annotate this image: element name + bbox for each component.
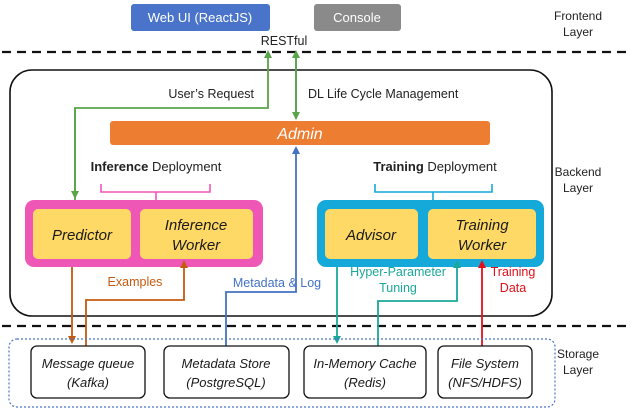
- hyper-param-label-2: Tuning: [379, 281, 417, 295]
- frontend-layer-label-1: Frontend: [554, 9, 602, 23]
- memory-cache-node: In-Memory Cache (Redis): [303, 345, 427, 399]
- predictor-node: Predictor: [33, 209, 131, 259]
- storage-container: [8, 338, 556, 408]
- frontend-layer-label-2: Layer: [563, 25, 593, 39]
- training-title-bold: Training: [373, 159, 424, 174]
- training-worker-label-2: Worker: [458, 237, 507, 254]
- message-queue-node: Message queue (Kafka): [30, 345, 146, 399]
- advisor-label: Advisor: [345, 227, 397, 244]
- inference-title-bold: Inference: [91, 159, 149, 174]
- memory-cache-label-1: In-Memory Cache: [313, 356, 416, 371]
- backend-layer-label-1: Backend: [555, 165, 602, 179]
- file-system-label-2: (NFS/HDFS): [448, 375, 522, 390]
- admin-label: Admin: [276, 126, 322, 143]
- backend-layer-label-2: Layer: [563, 181, 593, 195]
- storage-layer-label-1: Storage: [557, 347, 599, 361]
- metadata-log-arrow: [225, 146, 300, 346]
- queue-to-worker-arrow: [85, 260, 188, 346]
- message-queue-label-1: Message queue: [42, 356, 135, 371]
- metadata-store-label-2: (PostgreSQL): [186, 375, 265, 390]
- examples-label: Examples: [108, 275, 163, 289]
- lifecycle-label: DL Life Cycle Management: [308, 87, 459, 101]
- console-node: Console: [314, 4, 401, 31]
- metadata-store-node: Metadata Store (PostgreSQL): [163, 345, 290, 399]
- users-request-label: User’s Request: [168, 87, 254, 101]
- web-ui-node: Web UI (ReactJS): [131, 4, 270, 31]
- training-deployment-title: Training Deployment: [373, 159, 497, 174]
- inference-worker-label-1: Inference: [165, 217, 228, 234]
- predictor-label: Predictor: [52, 227, 113, 244]
- training-title-rest: Deployment: [424, 159, 497, 174]
- file-system-label-1: File System: [451, 356, 519, 371]
- memory-cache-label-2: (Redis): [344, 375, 386, 390]
- admin-node: Admin: [110, 121, 490, 145]
- message-queue-label-2: (Kafka): [67, 375, 109, 390]
- hyper-param-label-1: Hyper-Parameter: [350, 265, 446, 279]
- inference-worker-label-2: Worker: [172, 237, 221, 254]
- advisor-node: Advisor: [325, 209, 418, 259]
- cache-to-worker-arrow: [377, 260, 461, 346]
- training-bracket: [374, 184, 493, 200]
- training-worker-label-1: Training: [455, 217, 509, 234]
- inference-worker-node: Inference Worker: [140, 209, 253, 259]
- training-worker-node: Training Worker: [428, 209, 536, 259]
- restful-label: RESTful: [261, 34, 308, 48]
- file-system-node: File System (NFS/HDFS): [437, 345, 533, 399]
- metadata-store-label-1: Metadata Store: [182, 356, 271, 371]
- metadata-log-label: Metadata & Log: [233, 276, 321, 290]
- web-ui-label: Web UI (ReactJS): [148, 10, 253, 25]
- training-data-label-2: Data: [500, 281, 526, 295]
- training-data-label-1: Training: [491, 265, 536, 279]
- storage-layer-label-2: Layer: [563, 363, 593, 377]
- console-label: Console: [333, 10, 381, 25]
- inference-bracket: [100, 184, 211, 200]
- inference-title-rest: Deployment: [148, 159, 221, 174]
- inference-deployment-title: Inference Deployment: [91, 159, 222, 174]
